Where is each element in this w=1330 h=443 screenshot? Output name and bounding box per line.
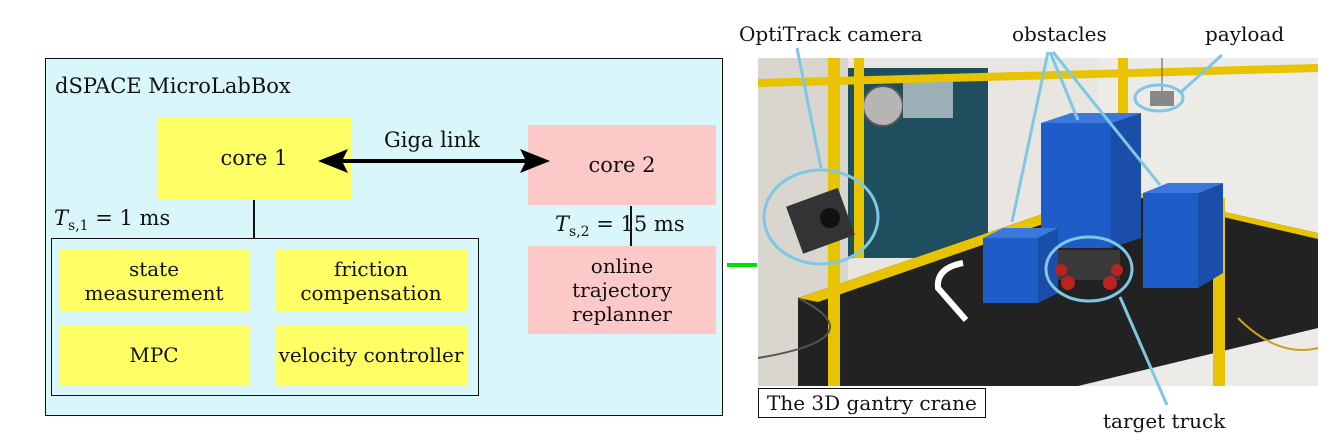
core2-label: core 2 bbox=[588, 152, 656, 177]
core2-box: core 2 bbox=[528, 125, 716, 205]
lab-to-crane-connector bbox=[727, 263, 757, 267]
task-label: online trajectory replanner bbox=[572, 254, 672, 326]
core1-tasks-frame bbox=[51, 238, 479, 396]
callout-obstacles-label: obstacles bbox=[1012, 22, 1107, 46]
core1-tasks-connector bbox=[253, 200, 255, 238]
gantry-crane-illustration bbox=[758, 58, 1318, 386]
task-velocity-controller: velocity controller bbox=[275, 325, 467, 385]
task-friction-compensation: friction compensation bbox=[275, 250, 467, 312]
gantry-crane-photo bbox=[758, 58, 1318, 386]
giga-link-arrow bbox=[318, 149, 550, 173]
callout-truck-label: target truck bbox=[1103, 409, 1226, 433]
microlabbox-title: dSPACE MicroLabBox bbox=[55, 74, 291, 98]
ts1-symbol: T bbox=[54, 206, 69, 230]
task-label: friction compensation bbox=[300, 257, 442, 305]
task-state-measurement: state measurement bbox=[59, 250, 249, 312]
ts1-subscript: s,1 bbox=[68, 218, 89, 235]
core2-task-connector bbox=[630, 206, 632, 246]
core1-box: core 1 bbox=[157, 117, 351, 199]
ts2-subscript: s,2 bbox=[569, 224, 590, 241]
callout-camera-label: OptiTrack camera bbox=[739, 22, 923, 46]
ts2-value: = 15 ms bbox=[596, 212, 685, 236]
task-label: MPC bbox=[129, 343, 179, 367]
giga-link-label: Giga link bbox=[384, 128, 480, 152]
ts2-symbol: T bbox=[555, 212, 570, 236]
ts1-label: Ts,1 = 1 ms bbox=[54, 206, 170, 239]
photo-caption: The 3D gantry crane bbox=[758, 388, 986, 418]
core1-label: core 1 bbox=[220, 145, 288, 170]
task-mpc: MPC bbox=[59, 325, 249, 385]
ts2-label: Ts,2 = 15 ms bbox=[555, 212, 685, 245]
task-label: state measurement bbox=[84, 257, 224, 305]
task-online-trajectory-replanner: online trajectory replanner bbox=[528, 246, 716, 334]
ts1-value: = 1 ms bbox=[95, 206, 171, 230]
task-label: velocity controller bbox=[278, 343, 464, 367]
callout-payload-label: payload bbox=[1205, 22, 1285, 46]
